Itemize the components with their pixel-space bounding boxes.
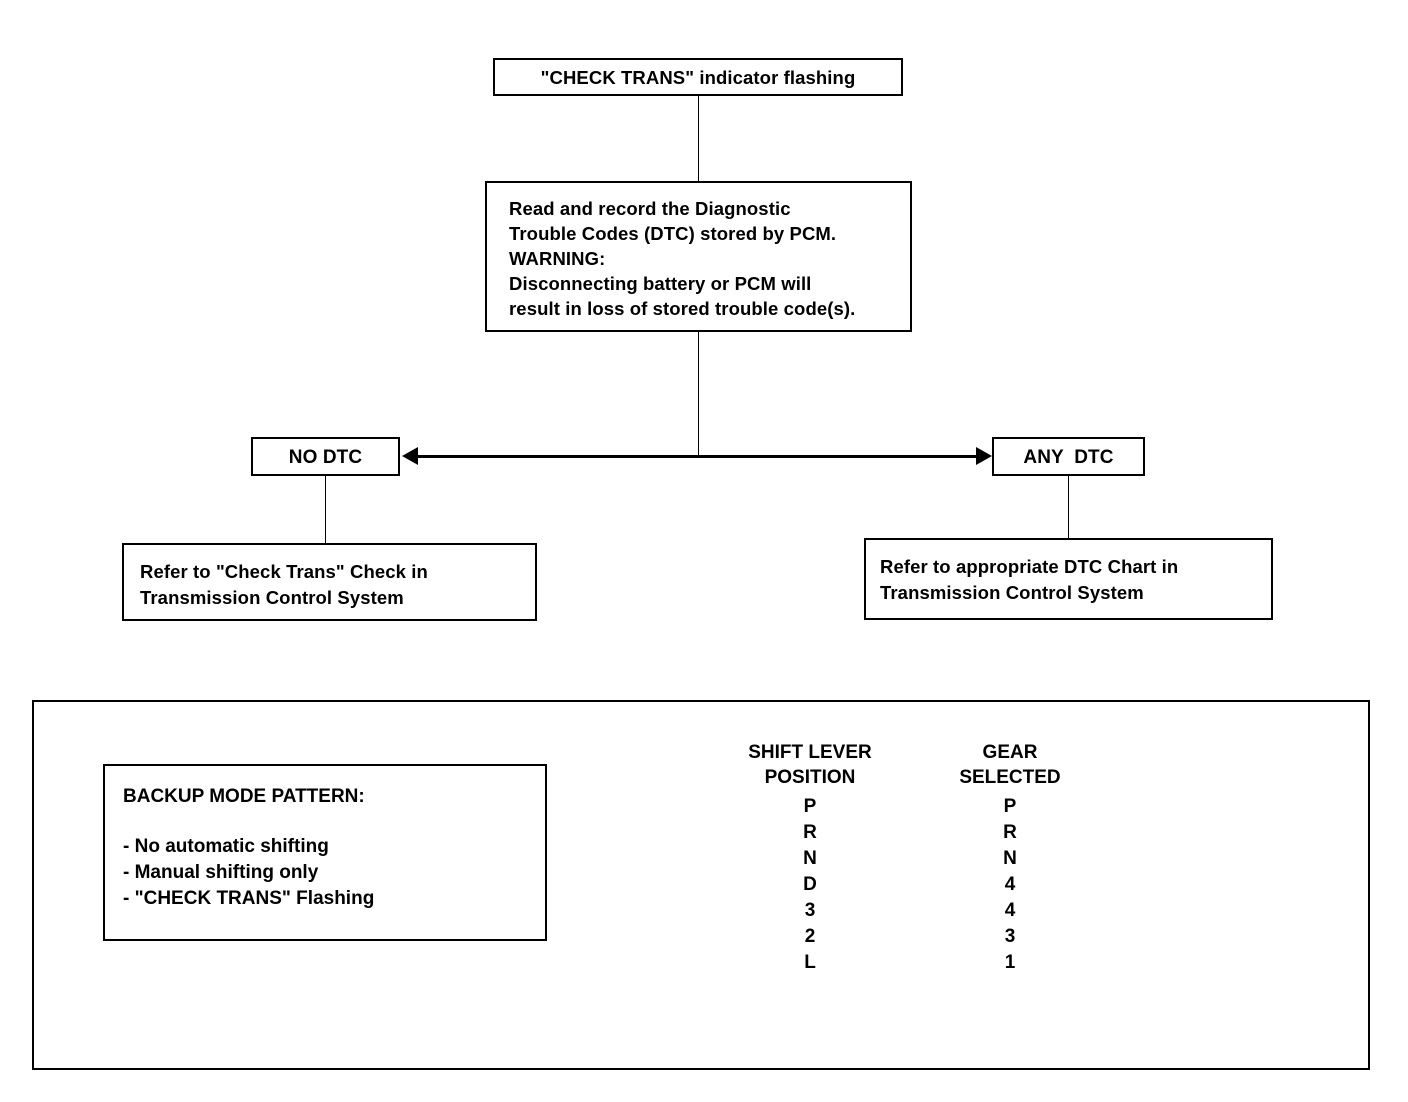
node-refer-check-trans-check: Refer to "Check Trans" Check in Transmis… [122,543,537,621]
connector-instruction-to-split [698,332,699,456]
gear-selected-values-item: 1 [1004,952,1016,973]
shift-lever-position-values-item: R [803,822,817,843]
node-no-dtc: NO DTC [251,437,400,476]
connector-no-dtc-to-refer-left [325,476,326,543]
node-check-trans-indicator-label: "CHECK TRANS" indicator flashing [540,67,856,88]
shift-lever-position-values-item: N [803,848,817,869]
arrowhead-to-no-dtc [402,447,418,465]
shift-lever-position-values-item: D [803,874,817,895]
shift-lever-position-values-item: 3 [804,900,816,921]
node-read-record-dtc: Read and record the Diagnostic Trouble C… [485,181,912,332]
shift-lever-position-header: SHIFT LEVER POSITION [748,742,872,788]
gear-selected-values-item: R [1003,822,1017,843]
backup-mode-pattern-box: BACKUP MODE PATTERN: - No automatic shif… [103,764,547,941]
node-refer-dtc-chart: Refer to appropriate DTC Chart in Transm… [864,538,1273,620]
connector-top-to-instruction [698,96,699,182]
gear-selected-values-item: N [1003,848,1017,869]
gear-selected-values-item: 4 [1004,900,1016,921]
shift-lever-position-values-item: L [804,952,816,973]
node-check-trans-indicator: "CHECK TRANS" indicator flashing [493,58,903,96]
shift-lever-position-values-item: P [803,796,817,817]
arrowhead-to-any-dtc [976,447,992,465]
connector-any-dtc-to-refer-right [1068,476,1069,538]
connector-split-bar [418,455,978,458]
node-any-dtc-label: ANY DTC [1023,447,1114,468]
node-refer-check-trans-check-label: Refer to "Check Trans" Check in Transmis… [140,561,428,608]
gear-selected-values-item: 3 [1004,926,1016,947]
node-refer-dtc-chart-label: Refer to appropriate DTC Chart in Transm… [880,556,1179,603]
node-no-dtc-label: NO DTC [288,447,363,468]
node-any-dtc: ANY DTC [992,437,1145,476]
gear-selected-values-item: P [1003,796,1017,817]
shift-lever-position-values-item: 2 [804,926,816,947]
backup-mode-pattern-title: BACKUP MODE PATTERN: [123,786,365,807]
node-read-record-dtc-label: Read and record the Diagnostic Trouble C… [509,198,856,319]
gear-selected-header: GEAR SELECTED [959,742,1061,788]
backup-mode-pattern-items: - No automatic shifting - Manual shiftin… [123,836,375,909]
gear-selected-values-item: 4 [1004,874,1016,895]
